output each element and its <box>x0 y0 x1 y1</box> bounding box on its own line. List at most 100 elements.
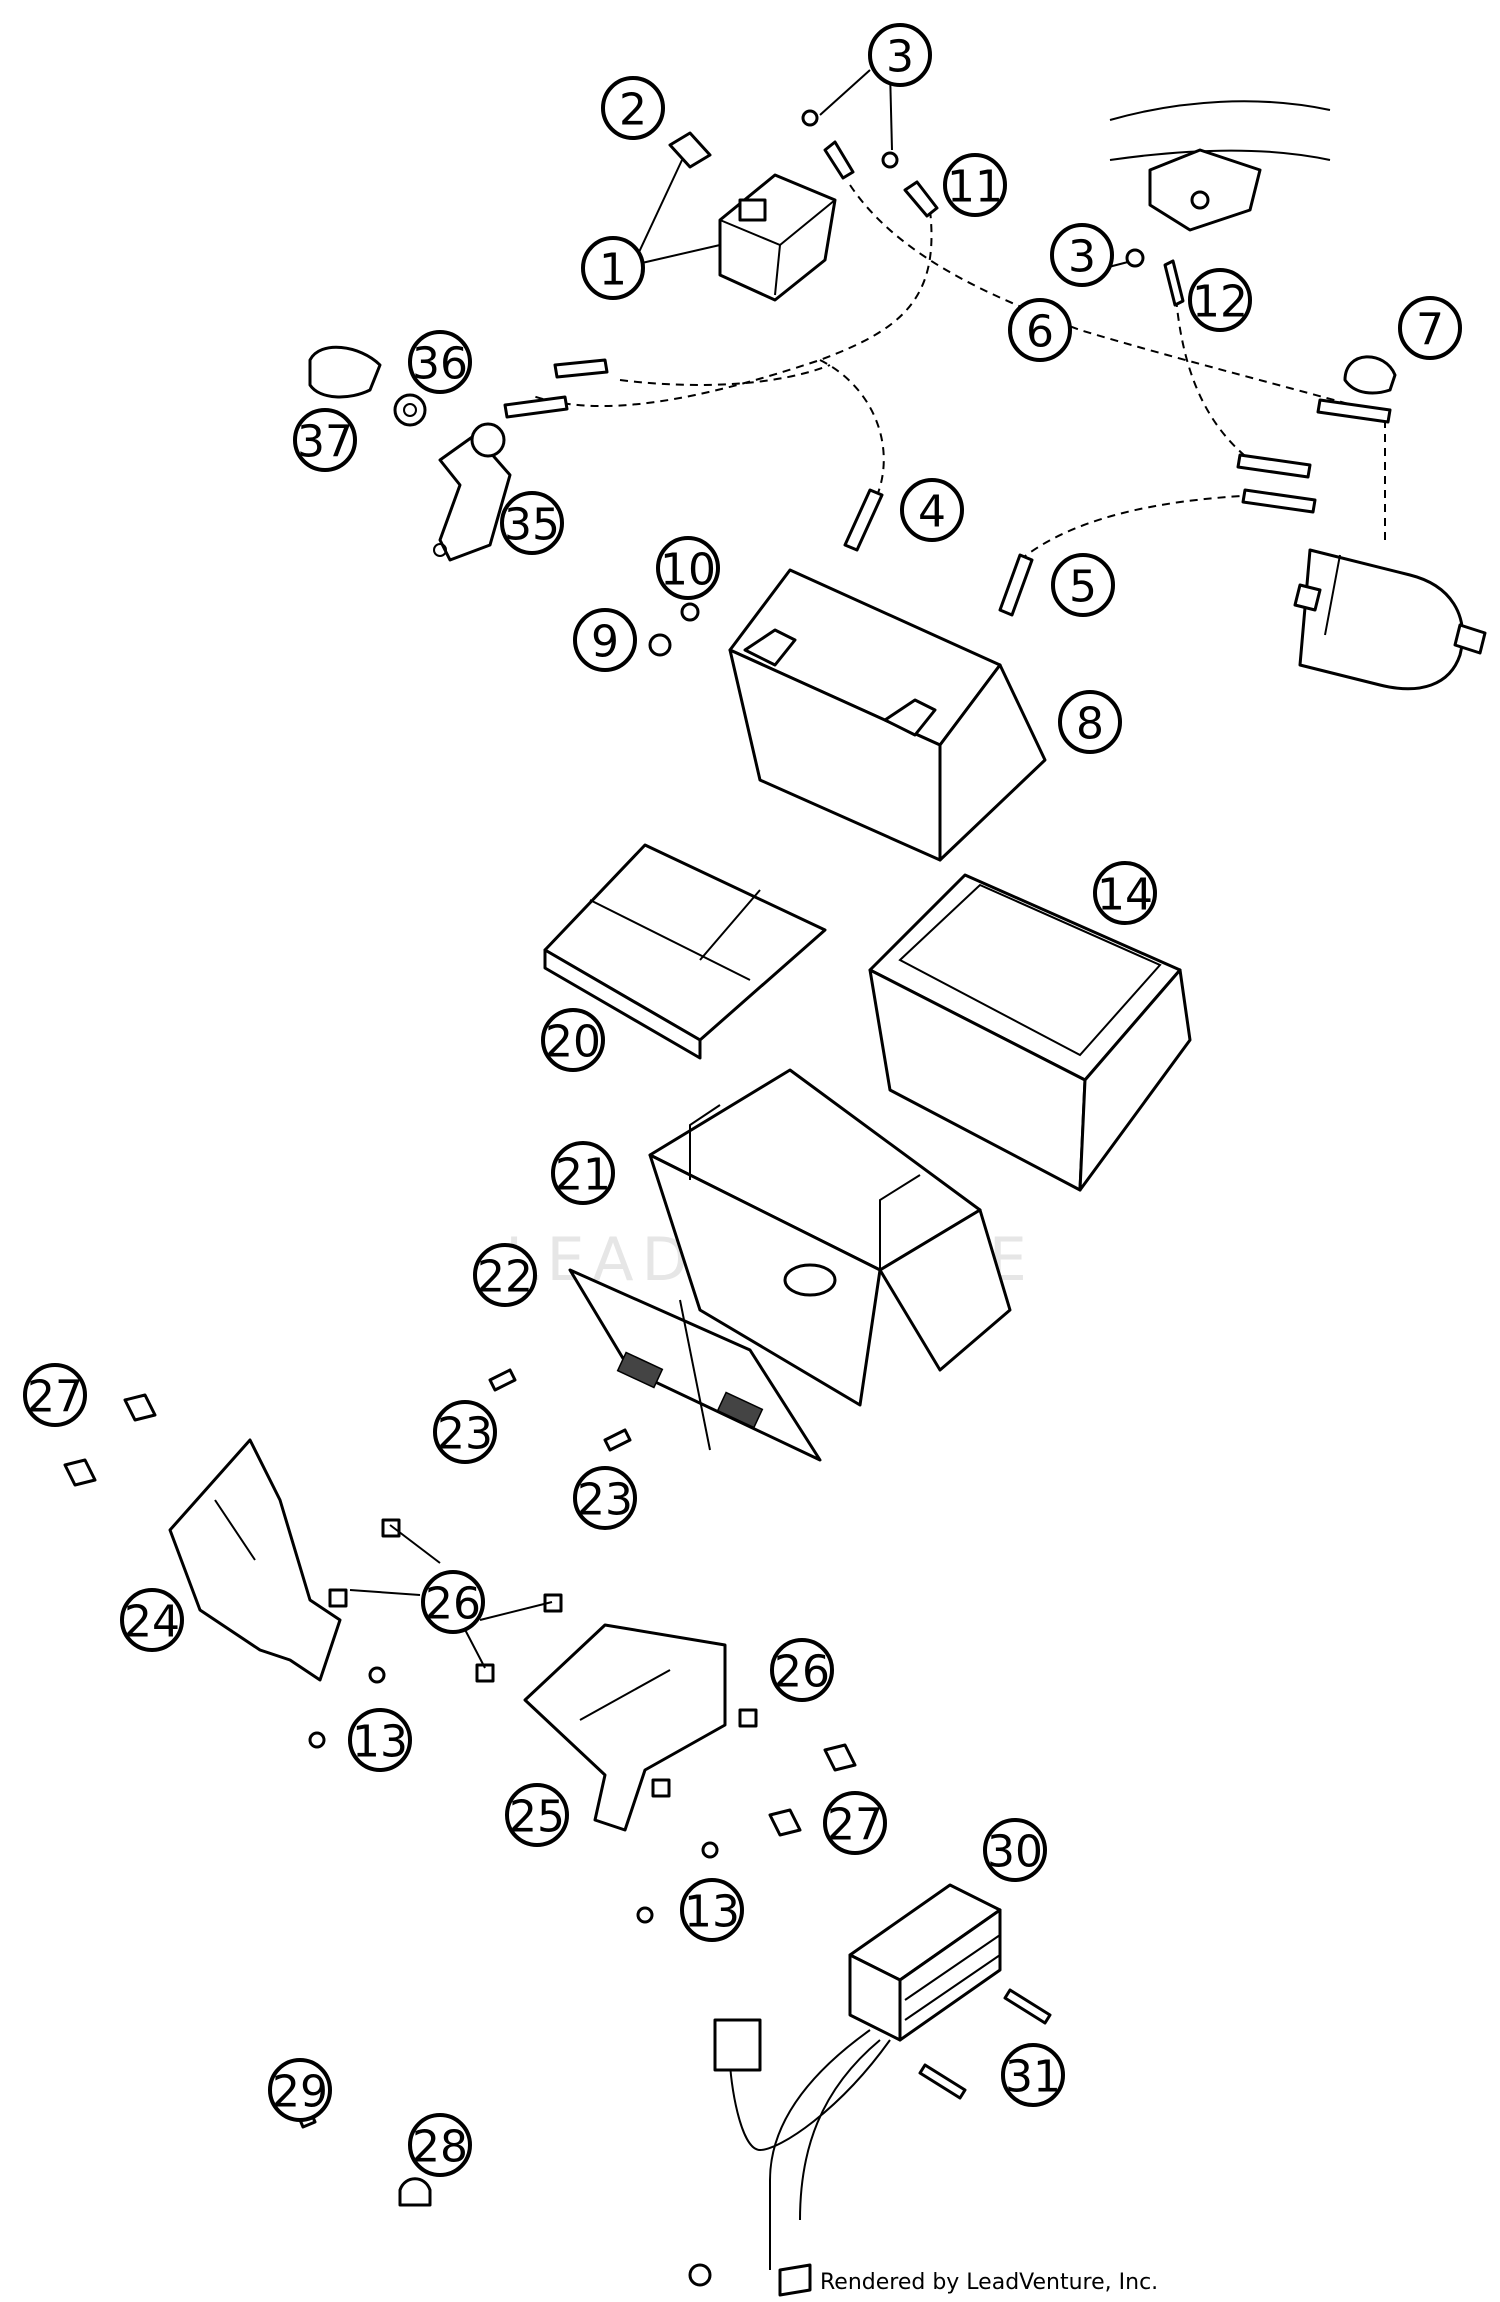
callout-label: 29 <box>272 2067 328 2118</box>
callout-25: 25 <box>505 1783 569 1847</box>
callout-label: 11 <box>947 162 1003 213</box>
callout-circle <box>541 1008 605 1072</box>
clip-26 <box>328 1518 758 1798</box>
callout-circle <box>408 330 472 394</box>
callout-circle <box>573 1466 637 1530</box>
callout-circle <box>1188 268 1252 332</box>
callout-7: 7 <box>1398 296 1462 360</box>
callout-4: 4 <box>900 478 964 542</box>
cable-lugs <box>503 140 1392 617</box>
callout-circle <box>581 236 645 300</box>
callout-label: 25 <box>509 1792 565 1843</box>
callout-label: 7 <box>1416 305 1444 356</box>
callout-29: 29 <box>268 2058 332 2122</box>
callout-circle <box>1008 298 1072 362</box>
callout-label: 9 <box>591 617 619 668</box>
battery-tray <box>868 873 1192 1192</box>
screw-9 <box>648 633 672 657</box>
callout-circle <box>268 2058 332 2122</box>
callout-label: 14 <box>1097 870 1153 921</box>
terminal-cap <box>1343 355 1397 395</box>
callout-label: 27 <box>27 1372 83 1423</box>
callout-label: 8 <box>1076 699 1104 750</box>
callout-label: 36 <box>412 339 468 390</box>
callout-circle <box>505 1783 569 1847</box>
cover-37 <box>308 345 382 399</box>
callout-label: 2 <box>619 85 647 136</box>
handlebar-switch <box>1109 100 1331 232</box>
callout-26: 26 <box>770 1638 834 1702</box>
callout-circle <box>408 2113 472 2177</box>
callout-label: 1 <box>599 245 627 296</box>
bracket-35 <box>433 422 512 562</box>
callout-27: 27 <box>823 1791 887 1855</box>
callout-12: 12 <box>1188 268 1252 332</box>
voltage-regulator <box>848 1883 1002 2042</box>
callout-circle <box>120 1588 184 1652</box>
callout-circle <box>573 608 637 672</box>
battery <box>728 568 1047 862</box>
battery-pad <box>543 843 827 1060</box>
callout-circle <box>1050 223 1114 287</box>
nut-36 <box>393 393 427 427</box>
callout-11: 11 <box>943 153 1007 217</box>
callout-label: 23 <box>437 1409 493 1460</box>
callout-label: 28 <box>412 2122 468 2173</box>
callout-circle <box>23 1363 87 1427</box>
callout-20: 20 <box>541 1008 605 1072</box>
callout-label: 20 <box>545 1017 601 1068</box>
screw-13 <box>308 1666 719 1924</box>
callout-label: 24 <box>124 1597 180 1648</box>
callout-26: 26 <box>421 1570 485 1634</box>
callout-13: 13 <box>680 1878 744 1942</box>
bolt-31 <box>918 1988 1052 2100</box>
callout-circle <box>1058 690 1122 754</box>
callout-label: 4 <box>918 487 946 538</box>
callout-10: 10 <box>656 536 720 600</box>
bracket-25 <box>523 1623 727 1832</box>
callout-label: 6 <box>1026 307 1054 358</box>
bolt-3 <box>801 109 1145 268</box>
callout-circle <box>656 536 720 600</box>
callout-label: 30 <box>987 1827 1043 1878</box>
callout-label: 13 <box>684 1887 740 1938</box>
starter-motor <box>1293 548 1487 691</box>
nut-10 <box>680 602 700 622</box>
callout-36: 36 <box>408 330 472 394</box>
callout-circle <box>1398 296 1462 360</box>
callout-13: 13 <box>348 1708 412 1772</box>
callout-circle <box>601 76 665 140</box>
callout-circle <box>1093 861 1157 925</box>
bolt-27 <box>63 1393 857 1837</box>
callout-label: 12 <box>1192 277 1248 328</box>
callout-circle <box>680 1878 744 1942</box>
callout-8: 8 <box>1058 690 1122 754</box>
callout-circle <box>433 1400 497 1464</box>
callout-24: 24 <box>120 1588 184 1652</box>
fuse <box>668 131 712 169</box>
callout-label: 3 <box>886 32 914 83</box>
callout-3: 3 <box>868 23 932 87</box>
callout-label: 5 <box>1069 562 1097 613</box>
callout-23: 23 <box>433 1400 497 1464</box>
battery-holder <box>648 1068 1012 1407</box>
callout-9: 9 <box>573 608 637 672</box>
callout-5: 5 <box>1051 553 1115 617</box>
callout-circle <box>868 23 932 87</box>
callout-label: 35 <box>504 500 560 551</box>
callout-label: 3 <box>1068 232 1096 283</box>
callout-circle <box>770 1638 834 1702</box>
callout-circle <box>1001 2043 1065 2107</box>
callout-23: 23 <box>573 1466 637 1530</box>
callout-35: 35 <box>500 491 564 555</box>
callout-37: 37 <box>293 408 357 472</box>
starter-relay <box>718 173 837 302</box>
callout-6: 6 <box>1008 298 1072 362</box>
callout-2: 2 <box>601 76 665 140</box>
callout-label: 26 <box>774 1647 830 1698</box>
callout-label: 27 <box>827 1800 883 1851</box>
credit-text: Rendered by LeadVenture, Inc. <box>820 2270 1159 2295</box>
clip-28 <box>398 2177 432 2207</box>
callout-circle <box>421 1570 485 1634</box>
